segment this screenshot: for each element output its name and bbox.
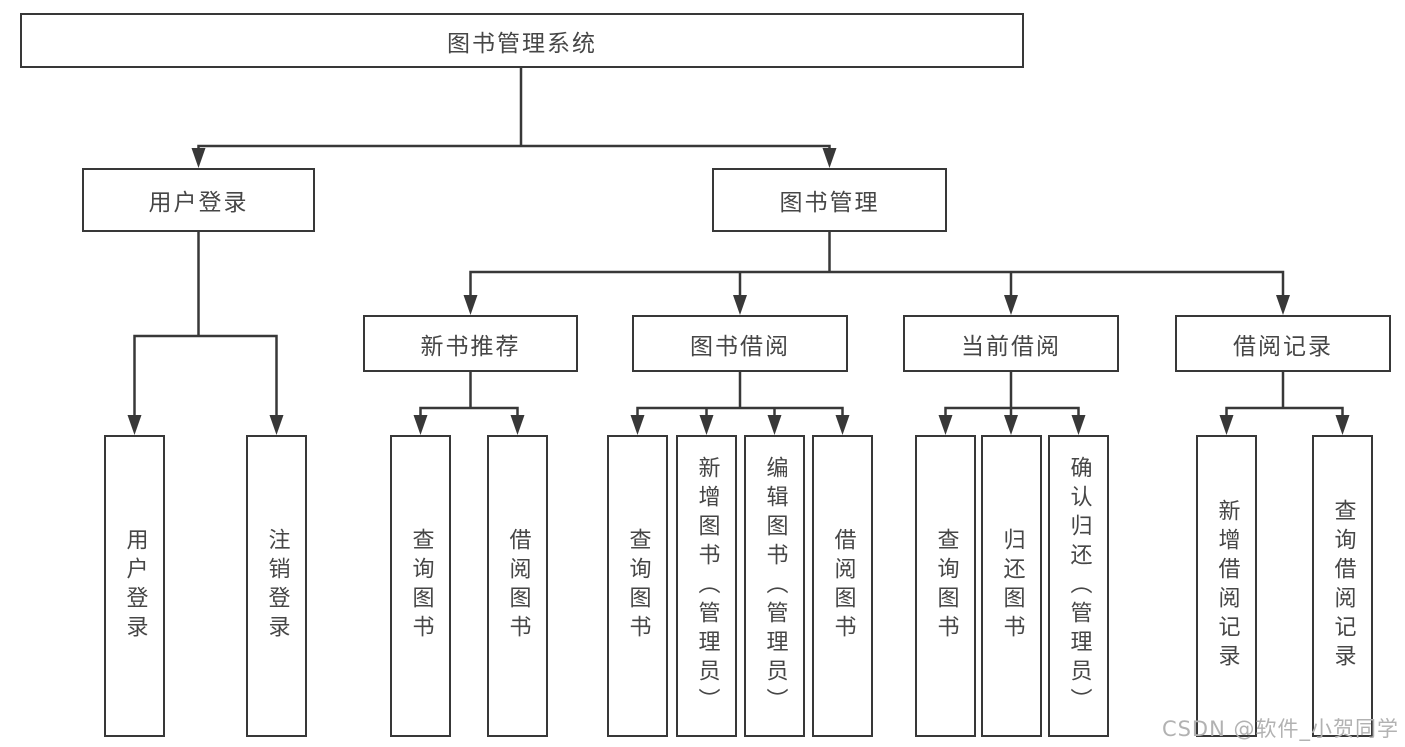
leaf-logout: 注销登录 [246,435,307,737]
arrowheads [127,148,1350,435]
node-user-login: 用户登录 [82,168,315,232]
leaf-add-book-admin: 新增图书（管理员） [676,435,737,737]
node-book-borrowing: 图书借阅 [632,315,848,372]
leaf-borrow-books-recommend: 借阅图书 [487,435,548,737]
leaf-return-book: 归还图书 [981,435,1042,737]
leaf-borrow-books: 借阅图书 [812,435,873,737]
leaf-query-books-recommend: 查询图书 [390,435,451,737]
node-book-management: 图书管理 [712,168,947,232]
node-new-book-recommendation: 新书推荐 [363,315,578,372]
leaf-query-borrow-record: 查询借阅记录 [1312,435,1373,737]
csdn-watermark: CSDN @软件_小贺同学 [1161,717,1399,741]
leaf-edit-book-admin: 编辑图书（管理员） [744,435,805,737]
node-library-management-system: 图书管理系统 [20,13,1024,68]
leaf-user-login: 用户登录 [104,435,165,737]
leaf-add-borrow-record: 新增借阅记录 [1196,435,1257,737]
leaf-query-books-borrow: 查询图书 [607,435,668,737]
node-borrowing-records: 借阅记录 [1175,315,1391,372]
leaf-confirm-return-admin: 确认归还（管理员） [1048,435,1109,737]
leaf-query-books-current: 查询图书 [915,435,976,737]
node-current-borrowing: 当前借阅 [903,315,1119,372]
